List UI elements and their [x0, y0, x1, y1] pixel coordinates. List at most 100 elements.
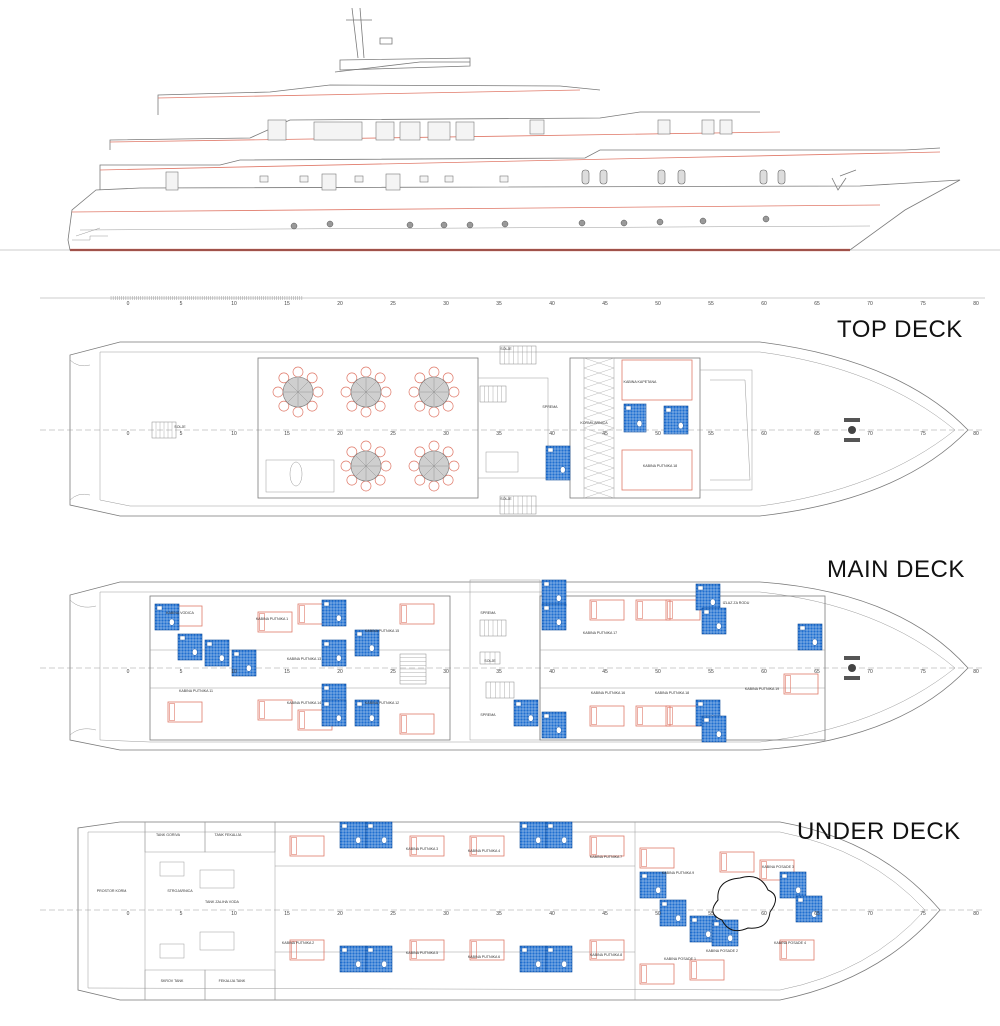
deck-frame-number: 0 — [127, 669, 130, 675]
bed-frame — [167, 701, 203, 723]
room-label: KABINA PUTNIKA 4 — [468, 849, 500, 853]
room-label: SPREMA — [480, 611, 496, 615]
ruler-number: 10 — [231, 301, 237, 307]
chair — [346, 372, 358, 384]
pillow — [299, 605, 305, 623]
pillow — [291, 837, 297, 855]
pillow — [641, 849, 647, 867]
table-spoke — [423, 381, 435, 393]
chair — [428, 406, 440, 418]
bed-frame — [635, 705, 671, 727]
toilet-icon — [678, 422, 684, 429]
sink-icon — [341, 823, 348, 829]
table-spoke — [355, 381, 367, 393]
sink-icon — [356, 701, 363, 707]
chair — [346, 400, 358, 412]
room-label: KABINA PUTNIKA 16 — [591, 691, 625, 695]
bed-frame — [469, 835, 505, 857]
deck-frame-number: 65 — [814, 669, 820, 675]
toilet-icon — [169, 618, 175, 626]
bathroom-icon — [231, 649, 257, 677]
pillow — [471, 941, 477, 959]
ruler-number: 40 — [549, 301, 555, 307]
table-spoke — [365, 381, 377, 393]
sink-icon — [543, 605, 550, 611]
stairs-icon — [399, 653, 427, 685]
deck-frame-number: 60 — [761, 669, 767, 675]
table-chairs-icon — [408, 366, 460, 418]
room-label: SKROV TANK — [161, 979, 184, 983]
under-deck-title: UNDER DECK — [797, 818, 961, 845]
bathroom-icon — [519, 821, 547, 849]
bathroom-icon — [519, 945, 547, 973]
table-chairs-icon — [340, 366, 392, 418]
table-spoke — [423, 455, 435, 467]
toilet-icon — [716, 730, 722, 738]
table-spoke — [355, 455, 367, 467]
ruler-number: 65 — [814, 301, 820, 307]
bed-frame — [399, 713, 435, 735]
sink-icon — [323, 601, 330, 607]
room-label: SOLJE — [484, 659, 496, 663]
chair — [428, 480, 440, 492]
deck-frame-number: 65 — [814, 911, 820, 917]
deck-frame-number: 20 — [337, 431, 343, 437]
grille-line — [583, 357, 615, 369]
bathroom-icon — [639, 871, 667, 899]
bathroom-icon — [365, 821, 393, 849]
room-label: KABINA POSADE 4 — [774, 941, 806, 945]
chair — [346, 446, 358, 458]
sink-icon — [233, 651, 240, 657]
deck-frame-number: 40 — [549, 911, 555, 917]
bed-icon — [783, 673, 819, 695]
bed-frame — [665, 599, 701, 621]
bed-icon — [257, 611, 293, 633]
sink-icon — [323, 701, 330, 707]
bed-icon — [635, 705, 671, 727]
bathroom-icon — [795, 895, 823, 923]
bed-frame — [639, 847, 675, 869]
chair — [414, 474, 426, 486]
bathroom-icon — [354, 699, 380, 727]
table-spoke — [287, 381, 299, 393]
deck-frame-number: 10 — [231, 431, 237, 437]
chair — [428, 366, 440, 378]
room-label: KABINA PUTNIKA 7 — [590, 855, 622, 859]
bed-frame — [257, 699, 293, 721]
pillow — [291, 941, 297, 959]
bathroom-icon — [545, 821, 573, 849]
deck-frame-number: 5 — [180, 669, 183, 675]
deck-frame-number: 55 — [708, 669, 714, 675]
deck-frame-number: 25 — [390, 911, 396, 917]
room-label: KABINA PUTNIKA 3 — [406, 847, 438, 851]
chair — [380, 460, 392, 472]
grille-line — [583, 387, 615, 399]
pillow — [641, 965, 647, 983]
table-spoke — [365, 391, 377, 403]
deck-frame-number: 15 — [284, 911, 290, 917]
ruler-number: 5 — [180, 301, 183, 307]
sink-icon — [697, 585, 704, 591]
sink-icon — [323, 641, 330, 647]
sink-icon — [713, 921, 720, 927]
deck-frame-number: 55 — [708, 431, 714, 437]
toilet-icon — [560, 466, 566, 474]
bathroom-icon — [659, 899, 687, 927]
chair — [408, 460, 420, 472]
deck-frame-number: 50 — [655, 911, 661, 917]
bed-frame — [399, 603, 435, 625]
bed-icon — [289, 939, 325, 961]
sink-icon — [697, 701, 704, 707]
deck-frame-number: 75 — [920, 911, 926, 917]
toilet-icon — [355, 960, 361, 968]
table-spoke — [355, 391, 367, 403]
pillow — [401, 605, 407, 623]
sink-icon — [641, 873, 648, 879]
toilet-icon — [336, 714, 342, 722]
bed-icon — [399, 603, 435, 625]
toilet-icon — [655, 886, 661, 894]
grille-line — [583, 477, 615, 489]
deck-frame-number: 20 — [337, 669, 343, 675]
table-chairs-icon — [340, 440, 392, 492]
stairs-icon — [479, 651, 501, 665]
